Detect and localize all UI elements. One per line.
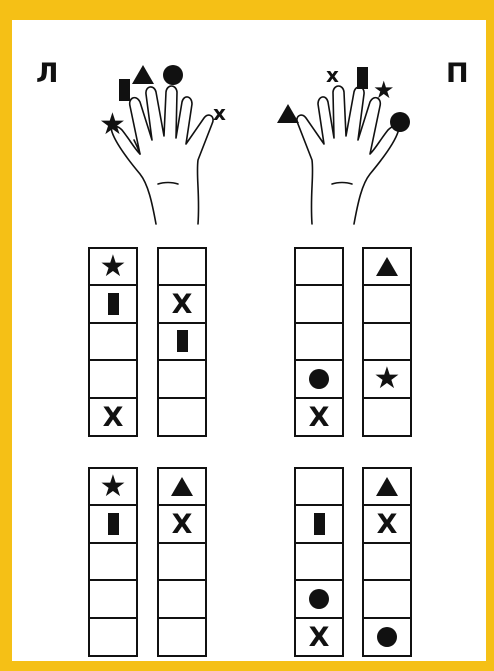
grid-cell: ★ — [90, 249, 136, 286]
cross-icon: X — [309, 624, 330, 651]
grid-bottom-left-b: X — [157, 467, 207, 657]
grid-bottom-left-a: ★ — [88, 467, 138, 657]
star-icon: ★ — [374, 364, 401, 394]
cross-icon: X — [172, 291, 193, 318]
grid-cell — [296, 361, 342, 398]
right-hand-label: П — [446, 58, 469, 89]
grid-cell — [159, 619, 205, 656]
grid-cell — [90, 506, 136, 543]
grid-bottom-right-a: X — [294, 467, 344, 657]
grid-cell — [159, 324, 205, 361]
left-thumb-star-icon: ★ — [99, 110, 126, 140]
right-index-cross-icon: x — [326, 65, 339, 85]
grid-cell — [296, 249, 342, 286]
grid-cell — [364, 581, 410, 618]
grid-top-left-b: X — [157, 247, 207, 437]
grid-cell — [364, 286, 410, 323]
star-icon: ★ — [100, 252, 127, 282]
grid-bottom-right-b: X — [362, 467, 412, 657]
left-index-rectangle-icon — [119, 79, 130, 101]
grid-cell — [159, 399, 205, 436]
cross-icon: X — [172, 511, 193, 538]
grid-top-right-b: ★ — [362, 247, 412, 437]
right-thumb-triangle-icon — [277, 104, 299, 123]
grid-cell: X — [296, 619, 342, 656]
triangle-icon — [376, 257, 398, 276]
grid-cell — [90, 361, 136, 398]
left-little-cross-icon: x — [213, 103, 226, 123]
circle-icon — [309, 589, 329, 609]
left-ring-circle-icon — [163, 65, 183, 85]
circle-icon — [309, 369, 329, 389]
star-icon: ★ — [100, 472, 127, 502]
grid-top-left-a: ★X — [88, 247, 138, 437]
grid-cell — [364, 469, 410, 506]
grid-cell — [296, 581, 342, 618]
grid-cell — [296, 286, 342, 323]
grid-cell: ★ — [364, 361, 410, 398]
cross-icon: X — [103, 404, 124, 431]
grid-cell — [90, 324, 136, 361]
grid-cell — [296, 506, 342, 543]
grid-cell: X — [159, 286, 205, 323]
right-middle-rectangle-icon — [357, 67, 368, 89]
rectangle-icon — [108, 513, 119, 535]
cross-icon: X — [377, 511, 398, 538]
left-hand-label: Л — [36, 58, 58, 89]
circle-icon — [377, 627, 397, 647]
grid-top-right-a: X — [294, 247, 344, 437]
grid-cell — [159, 581, 205, 618]
left-middle-triangle-icon — [132, 65, 154, 84]
grid-cell — [296, 324, 342, 361]
grid-cell — [159, 544, 205, 581]
grid-cell: ★ — [90, 469, 136, 506]
triangle-icon — [171, 477, 193, 496]
triangle-icon — [376, 477, 398, 496]
grid-cell — [90, 286, 136, 323]
grid-cell — [90, 581, 136, 618]
rectangle-icon — [177, 330, 188, 352]
grid-cell — [364, 619, 410, 656]
grid-cell — [90, 619, 136, 656]
right-little-circle-icon — [390, 112, 410, 132]
grid-cell — [159, 249, 205, 286]
grid-cell — [296, 544, 342, 581]
grid-cell: X — [296, 399, 342, 436]
grid-cell — [364, 324, 410, 361]
grid-cell — [159, 361, 205, 398]
rectangle-icon — [108, 293, 119, 315]
grid-cell — [296, 469, 342, 506]
rectangle-icon — [314, 513, 325, 535]
grid-cell: X — [90, 399, 136, 436]
grid-cell — [90, 544, 136, 581]
grid-cell — [364, 544, 410, 581]
grid-cell: X — [364, 506, 410, 543]
grid-cell — [159, 469, 205, 506]
grid-cell — [364, 249, 410, 286]
grid-cell — [364, 399, 410, 436]
right-ring-star-icon: ★ — [373, 78, 395, 102]
cross-icon: X — [309, 404, 330, 431]
grid-cell: X — [159, 506, 205, 543]
